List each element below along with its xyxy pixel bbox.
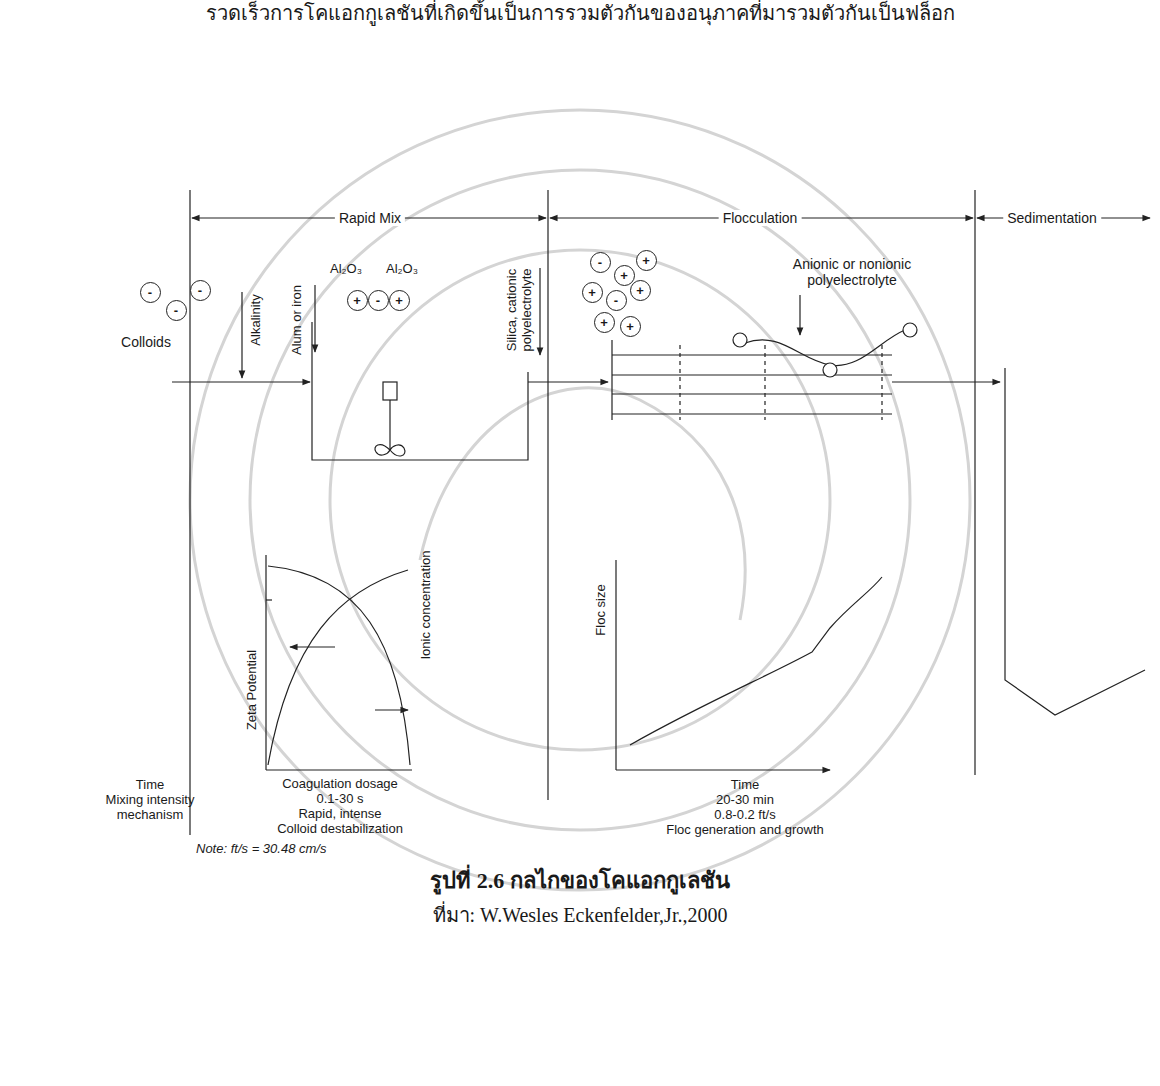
axis: [615, 560, 616, 770]
paddle: [881, 345, 882, 420]
axis-pointer: [290, 646, 335, 647]
charge-particle: +: [620, 316, 641, 337]
sedimentation-tank: [1005, 368, 1145, 715]
charge-sign: +: [600, 316, 608, 329]
charge-particle: +: [630, 280, 651, 301]
figure-caption: รูปที่ 2.6 กลไกของโคแอกกูเลชัน: [430, 868, 730, 893]
floc-baffle: [612, 354, 892, 355]
dose-arrow: [241, 292, 242, 378]
charge-sign: -: [598, 256, 602, 269]
axis: [616, 769, 830, 770]
colloid-label: Colloids: [121, 334, 171, 350]
axis-label: Zeta Potential: [245, 650, 260, 730]
charge-sign: +: [636, 284, 644, 297]
dose-arrow: [799, 295, 800, 335]
charge-particle: -: [590, 252, 611, 273]
flow-line: [172, 381, 310, 382]
divider: [547, 190, 548, 800]
axis-label: Floc size: [594, 584, 609, 635]
watermark-emblem: [190, 110, 970, 890]
charge-particle: +: [389, 290, 410, 311]
axis-label: Ionic concentration: [419, 550, 434, 659]
stage-label: Rapid Mix: [335, 210, 405, 226]
floc-baffle: [612, 413, 892, 414]
stage-note: 20-30 min: [716, 793, 774, 808]
paddle: [764, 345, 765, 420]
dose-arrow: [314, 285, 315, 352]
charge-sign: +: [395, 294, 403, 307]
charge-particle: -: [368, 290, 389, 311]
charge-particle: -: [166, 300, 187, 321]
charge-particle: +: [594, 312, 615, 333]
charge-sign: +: [353, 294, 361, 307]
row-label: Time: [136, 778, 164, 793]
charge-sign: -: [174, 304, 178, 317]
charge-particle: -: [140, 282, 161, 303]
axis-pointer: [375, 709, 408, 710]
source-note: ที่มา: W.Wesles Eckenfelder,Jr.,2000: [433, 904, 728, 927]
tick: [266, 599, 272, 600]
charge-particle: +: [614, 265, 635, 286]
charge-sign: -: [614, 294, 618, 307]
mixer-motor: [383, 382, 397, 400]
stage-note: Colloid destabilization: [277, 822, 403, 837]
mixer-shaft: [389, 400, 390, 450]
charge-particle: +: [636, 250, 657, 271]
particle: [823, 363, 837, 377]
rapid-mix-tank: [312, 322, 528, 460]
charge-sign: +: [642, 254, 650, 267]
dose-label: Silica, cationic polyelectrolyte: [505, 262, 535, 358]
page-text: รวดเร็วการโคแอกกูเลชันที่เกิดขึ้นเป็นการ…: [206, 2, 955, 25]
charge-sign: -: [148, 286, 152, 299]
dose-arrow: [539, 268, 540, 355]
charge-sign: +: [620, 269, 628, 282]
charge-particle: +: [582, 282, 603, 303]
particle: [733, 333, 747, 347]
axis-label: Time: [731, 778, 759, 793]
floc-baffle: [612, 393, 892, 394]
dose-label: Anionic or nonionic polyelectrolyte: [777, 256, 927, 288]
dose-label: Alum or iron: [290, 285, 305, 355]
impeller: [375, 445, 405, 456]
stage-label: Sedimentation: [1003, 210, 1101, 226]
axis-label: Coagulation dosage: [282, 777, 398, 792]
divider: [974, 190, 975, 775]
floc-curve: [630, 577, 882, 745]
ionic-curve: [268, 570, 408, 765]
row-label: Mixing intensity: [106, 793, 195, 808]
chemical-label: Al₂O₃: [386, 262, 418, 277]
axis: [266, 769, 412, 770]
charge-sign: +: [626, 320, 634, 333]
floc-baffle: [612, 374, 892, 375]
row-label: mechanism: [117, 808, 183, 823]
dose-label: Alkalinity: [249, 294, 264, 345]
stage-label: Flocculation: [719, 210, 802, 226]
stage-note: Floc generation and growth: [666, 823, 824, 838]
charge-particle: +: [347, 290, 368, 311]
stage-note: 0.8-0.2 ft/s: [714, 808, 775, 823]
charge-particle: -: [190, 280, 211, 301]
paddle: [679, 345, 680, 420]
chemical-label: Al₂O₃: [330, 262, 362, 277]
stage-note: Rapid, intense: [298, 807, 381, 822]
flow-line: [892, 381, 1000, 382]
footnote: Note: ft/s = 30.48 cm/s: [196, 842, 326, 857]
particle: [903, 323, 917, 337]
zeta-curve: [268, 566, 410, 765]
axis: [265, 555, 266, 770]
stage-note: 0.1-30 s: [317, 792, 364, 807]
charge-sign: -: [198, 284, 202, 297]
polymer-chain: [745, 330, 905, 366]
charge-sign: +: [588, 286, 596, 299]
charge-sign: -: [376, 294, 380, 307]
flow-line: [528, 381, 608, 382]
charge-particle: -: [606, 290, 627, 311]
floc-tank: [611, 340, 612, 420]
